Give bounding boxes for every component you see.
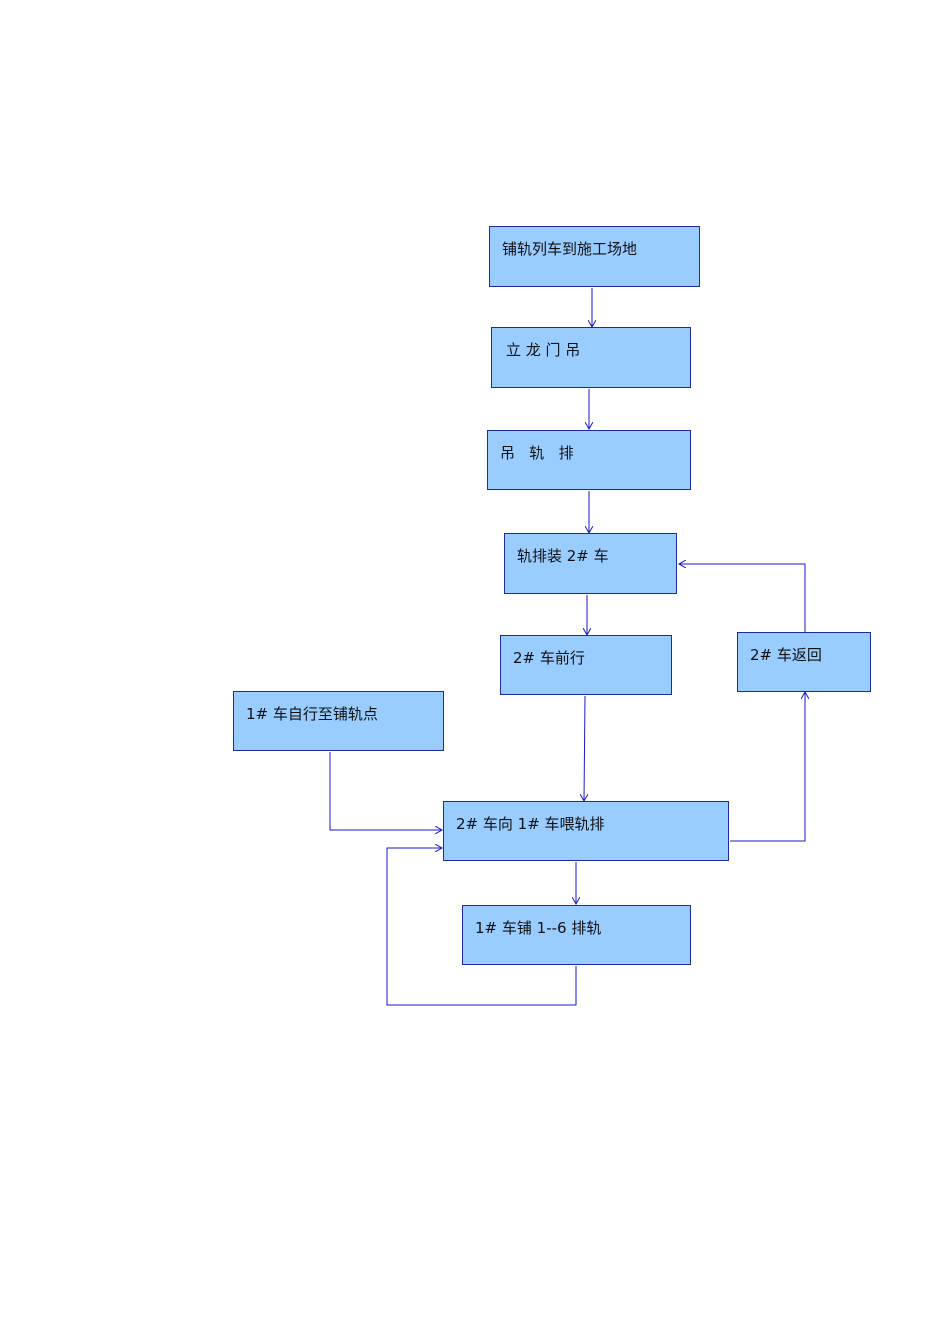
- node-self1: 1# 车自行至铺轨点: [233, 691, 444, 751]
- node-feed-label: 2# 车向 1# 车喂轨排: [456, 815, 605, 833]
- node-self1-label: 1# 车自行至铺轨点: [246, 705, 378, 723]
- edge-lay1-loop-to-feed: [386, 848, 577, 1006]
- edge-feed-to-return2: [730, 692, 805, 842]
- node-arrive-label: 铺轨列车到施工场地: [502, 240, 638, 258]
- node-load2: 轨排装 2# 车: [504, 533, 677, 594]
- node-lay1-label: 1# 车铺 1--6 排轨: [475, 919, 602, 937]
- edge-return2-to-load2: [679, 564, 806, 632]
- node-lift-label: 吊 轨 排: [500, 444, 574, 462]
- node-lift: 吊 轨 排: [487, 430, 691, 490]
- edge-self1-to-feed: [329, 752, 442, 830]
- node-return2: 2# 车返回: [737, 632, 871, 692]
- node-load2-label: 轨排装 2# 车: [517, 547, 609, 565]
- node-forward2-label: 2# 车前行: [513, 649, 585, 667]
- edge-forward2-to-feed: [584, 695, 585, 801]
- node-forward2: 2# 车前行: [500, 635, 672, 695]
- node-lay1: 1# 车铺 1--6 排轨: [462, 905, 691, 965]
- node-gantry-label: 立 龙 门 吊: [506, 341, 581, 359]
- node-return2-label: 2# 车返回: [750, 646, 822, 664]
- node-gantry: 立 龙 门 吊: [491, 327, 691, 388]
- node-arrive: 铺轨列车到施工场地: [489, 226, 700, 287]
- node-feed: 2# 车向 1# 车喂轨排: [443, 801, 729, 861]
